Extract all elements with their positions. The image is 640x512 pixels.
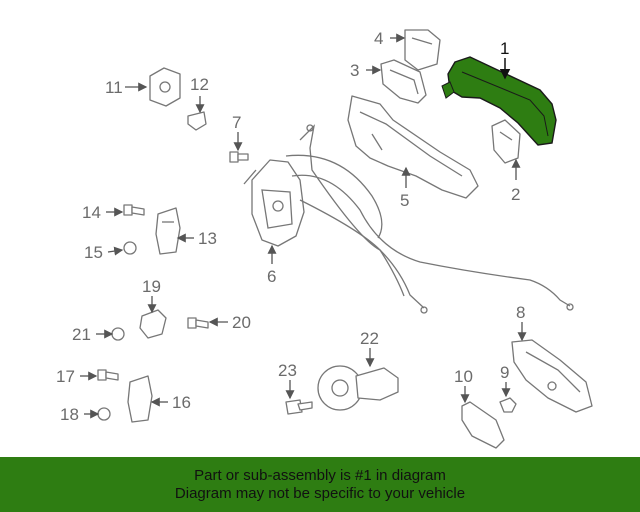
part-6-door-latch[interactable] xyxy=(243,159,305,247)
part-9-clip[interactable] xyxy=(499,397,517,413)
callout-3[interactable]: 3 xyxy=(350,61,359,80)
part-8-inside-handle[interactable] xyxy=(511,339,593,413)
part-15-nut[interactable] xyxy=(123,241,137,255)
callout-5[interactable]: 5 xyxy=(400,191,409,210)
callout-12[interactable]: 12 xyxy=(190,75,209,94)
part-2-bracket[interactable] xyxy=(491,119,521,164)
part-11-striker[interactable] xyxy=(149,67,181,107)
callout-13[interactable]: 13 xyxy=(198,229,217,248)
callout-1[interactable]: 1 xyxy=(500,39,509,58)
part-21-nut[interactable] xyxy=(111,327,125,341)
part-22-lock-cylinder[interactable] xyxy=(317,365,399,411)
part-12-clip[interactable] xyxy=(187,111,207,131)
part-19-bracket[interactable] xyxy=(139,309,167,339)
callout-20[interactable]: 20 xyxy=(232,313,251,332)
leader-arrows xyxy=(80,33,527,419)
part-5-handle-frame[interactable] xyxy=(347,95,479,199)
callout-labels: 1 2 3 4 5 6 7 8 9 10 11 12 13 14 15 16 1… xyxy=(56,29,525,424)
actuator-cables xyxy=(285,124,574,314)
callout-10[interactable]: 10 xyxy=(454,367,473,386)
callout-9[interactable]: 9 xyxy=(500,363,509,382)
part-17-bolt[interactable] xyxy=(97,369,119,381)
callout-14[interactable]: 14 xyxy=(82,203,101,222)
callout-19[interactable]: 19 xyxy=(142,277,161,296)
part-1-outside-handle[interactable] xyxy=(441,56,557,146)
callout-21[interactable]: 21 xyxy=(72,325,91,344)
part-14-bolt[interactable] xyxy=(123,204,145,216)
callout-2[interactable]: 2 xyxy=(511,185,520,204)
part-23-screw[interactable] xyxy=(285,399,313,415)
part-20-bolt[interactable] xyxy=(187,317,209,329)
part-4-cover[interactable] xyxy=(404,29,441,71)
callout-15[interactable]: 15 xyxy=(84,243,103,262)
parts-diagram: 1 2 3 4 5 6 7 8 9 10 11 12 13 14 15 16 1… xyxy=(56,29,593,449)
diagram-notice-banner: Part or sub-assembly is #1 in diagram Di… xyxy=(0,457,640,512)
part-18-nut[interactable] xyxy=(97,407,111,421)
part-10-trim[interactable] xyxy=(461,401,505,449)
part-13-bracket[interactable] xyxy=(155,207,181,255)
banner-line-2: Diagram may not be specific to your vehi… xyxy=(174,484,466,502)
callout-16[interactable]: 16 xyxy=(172,393,191,412)
callout-4[interactable]: 4 xyxy=(374,29,383,48)
part-7-bolt[interactable] xyxy=(229,151,249,163)
callout-7[interactable]: 7 xyxy=(232,113,241,132)
callout-23[interactable]: 23 xyxy=(278,361,297,380)
part-16-bracket[interactable] xyxy=(127,375,153,423)
banner-line-1: Part or sub-assembly is #1 in diagram xyxy=(194,466,446,484)
callout-17[interactable]: 17 xyxy=(56,367,75,386)
callout-11[interactable]: 11 xyxy=(105,78,123,97)
callout-18[interactable]: 18 xyxy=(60,405,79,424)
callout-22[interactable]: 22 xyxy=(360,329,379,348)
callout-6[interactable]: 6 xyxy=(267,267,276,286)
part-3-gasket[interactable] xyxy=(380,59,427,104)
callout-8[interactable]: 8 xyxy=(516,303,525,322)
